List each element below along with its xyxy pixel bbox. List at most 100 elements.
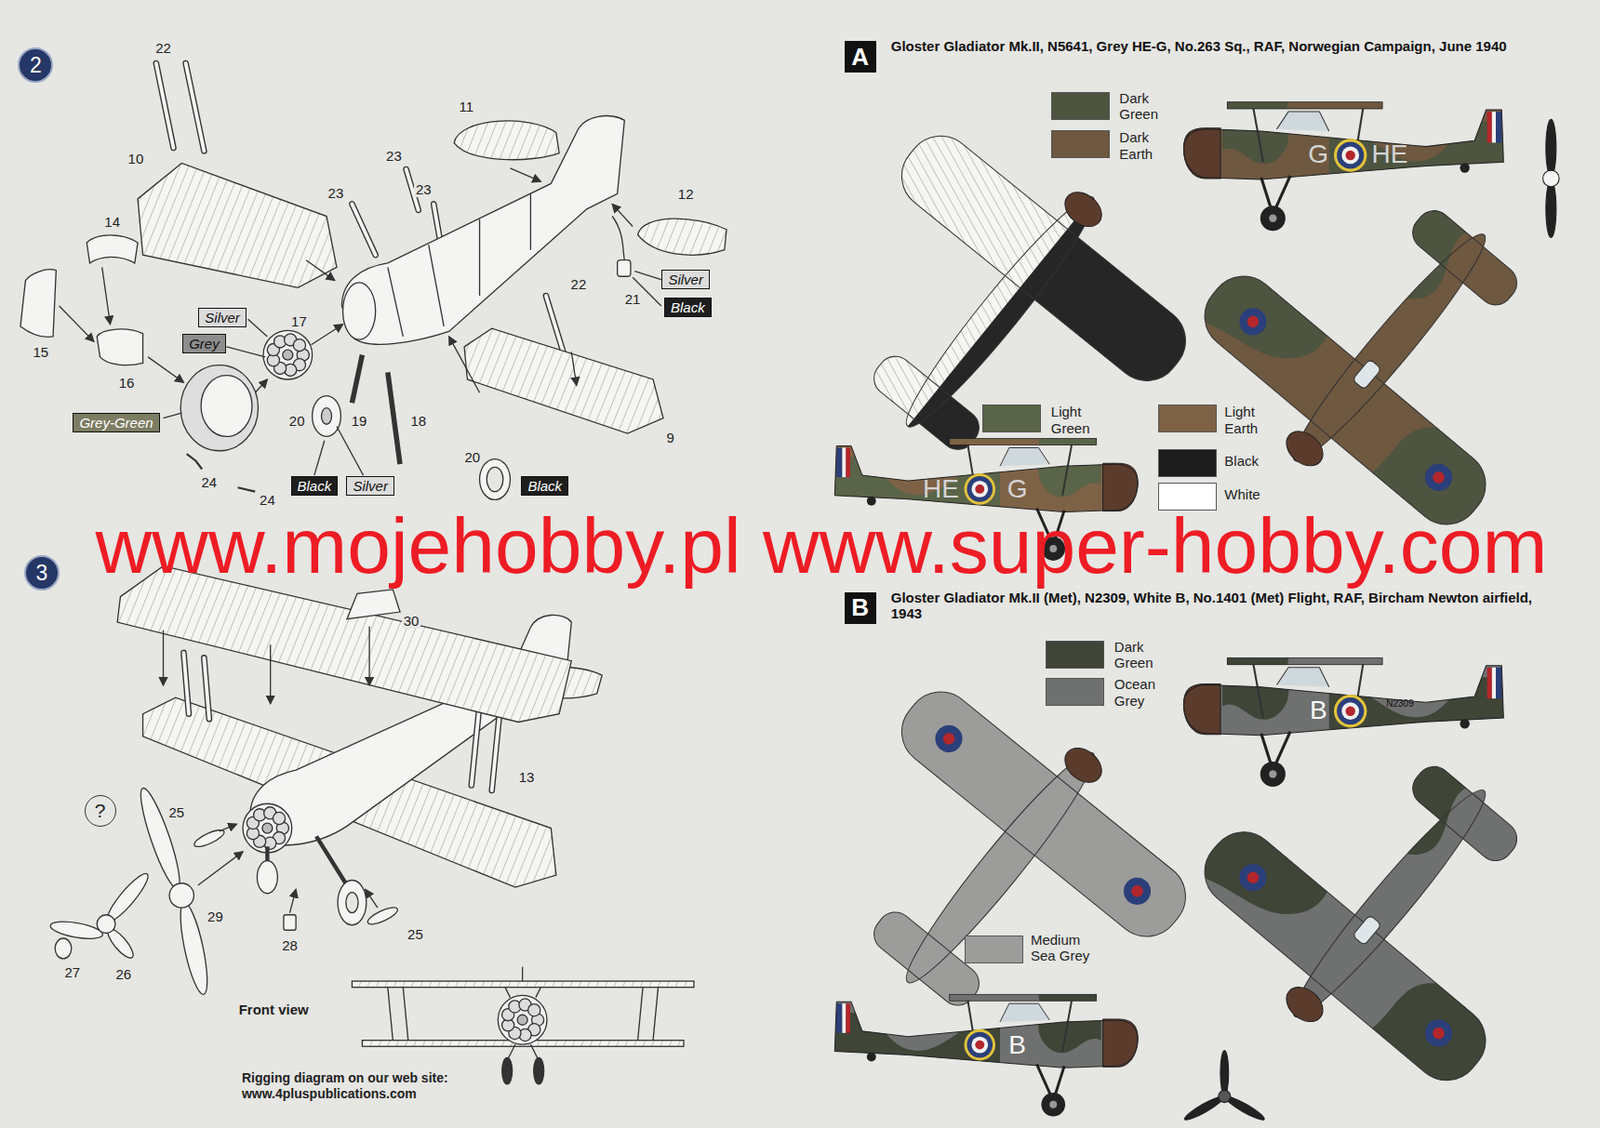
scheme-title: Gloster Gladiator Mk.II (Met), N2309, Wh… — [891, 589, 1543, 623]
scheme-b-art — [760, 631, 1600, 1128]
step-number: 3 — [24, 555, 60, 591]
color-tag: Silver — [346, 476, 395, 496]
line-art — [1222, 96, 1508, 189]
callout-number: 24 — [200, 475, 220, 492]
line-art — [162, 630, 164, 686]
line-art — [1419, 1014, 1458, 1054]
node-text: Grey — [188, 335, 220, 352]
line-art — [1352, 915, 1383, 947]
node-text: Silver — [352, 478, 388, 494]
color-tag: Grey — [182, 333, 227, 354]
line-art — [147, 357, 184, 383]
callout-number: 19 — [349, 413, 370, 430]
code-letter: G — [1307, 140, 1329, 170]
line-art — [263, 330, 313, 380]
legend-swatch — [1051, 130, 1110, 159]
serial-number: N2309 — [1386, 698, 1414, 709]
callout-number: 10 — [126, 151, 147, 168]
line-art — [226, 346, 267, 358]
line-art — [1233, 858, 1272, 897]
color-tag: Silver — [198, 307, 247, 328]
line-art — [321, 408, 333, 426]
line-art — [1141, 660, 1600, 1128]
line-art — [365, 889, 378, 908]
legend-swatch — [1158, 404, 1217, 433]
line-art — [1333, 694, 1367, 728]
line-art — [1352, 359, 1383, 390]
line-art — [486, 466, 504, 492]
callout-number: 9 — [665, 430, 677, 447]
node-text: Silver — [667, 271, 704, 288]
line-art — [117, 566, 572, 723]
callout-number: 20 — [463, 450, 483, 467]
line-art — [351, 981, 694, 988]
line-art — [169, 883, 194, 908]
node-text: Black — [670, 299, 706, 316]
color-tag: Black — [520, 476, 569, 496]
line-art — [186, 453, 202, 469]
legend-swatch — [1158, 449, 1217, 478]
callout-number: 11 — [457, 99, 477, 116]
line-art — [365, 904, 400, 928]
line-art — [638, 218, 727, 255]
callout-number: 18 — [408, 413, 428, 430]
node-text: ? — [94, 800, 107, 823]
code-letter: B — [1309, 696, 1328, 726]
node-text: Silver — [204, 309, 240, 326]
color-tag: Black — [291, 476, 339, 496]
callout-number: 26 — [113, 967, 134, 984]
view-caption: Front view — [239, 1002, 309, 1019]
step2-art — [20, 63, 727, 500]
line-art — [1233, 302, 1272, 341]
line-art — [829, 989, 1143, 1078]
line-art — [760, 75, 1242, 548]
line-art — [49, 919, 105, 943]
line-art — [760, 631, 1242, 1105]
line-art — [86, 235, 138, 264]
line-art — [1183, 657, 1504, 787]
legend-swatch — [1158, 482, 1217, 511]
callout-number: 25 — [405, 927, 426, 944]
callout-number: 13 — [517, 770, 537, 787]
line-art — [254, 379, 267, 393]
line-art — [464, 328, 664, 434]
line-art — [930, 720, 969, 759]
line-art — [269, 644, 271, 705]
watermark: www.mojehobby.pl www.super-hobby.com — [95, 506, 1548, 586]
callout-number: 23 — [326, 186, 347, 202]
callout-number: 23 — [384, 148, 404, 165]
color-tag: Grey-Green — [72, 413, 160, 433]
scheme-letter: BGloster Gladiator Mk.II (Met), N2309, W… — [844, 592, 877, 625]
line-art — [634, 271, 662, 280]
node-text: B — [851, 593, 869, 623]
line-art — [638, 987, 643, 1041]
line-art — [1543, 170, 1560, 187]
code-letter: G — [1007, 475, 1028, 505]
legend-swatch — [964, 935, 1024, 964]
line-art — [612, 203, 633, 227]
line-art — [137, 162, 337, 288]
line-art — [387, 987, 393, 1041]
line-art — [180, 365, 258, 452]
line-art — [449, 336, 480, 393]
line-art — [343, 282, 376, 340]
line-art — [387, 193, 532, 337]
line-art — [571, 351, 576, 386]
line-art — [760, 631, 1242, 1105]
line-art — [198, 852, 243, 886]
legend-text: Light Earth — [1224, 403, 1280, 437]
line-art — [453, 120, 560, 160]
line-art — [1220, 1051, 1229, 1096]
line-art — [316, 836, 347, 886]
legend-text: Ocean Grey — [1114, 676, 1171, 709]
line-art — [612, 216, 625, 261]
callout-number: 22 — [153, 40, 174, 57]
scheme-title: Gloster Gladiator Mk.II, N5641, Grey HE-… — [891, 38, 1543, 54]
line-art — [54, 938, 72, 960]
callout-number: 23 — [413, 182, 434, 199]
line-art — [760, 631, 1242, 1105]
line-art — [535, 987, 541, 999]
line-art — [521, 967, 523, 982]
line-art — [368, 626, 370, 686]
